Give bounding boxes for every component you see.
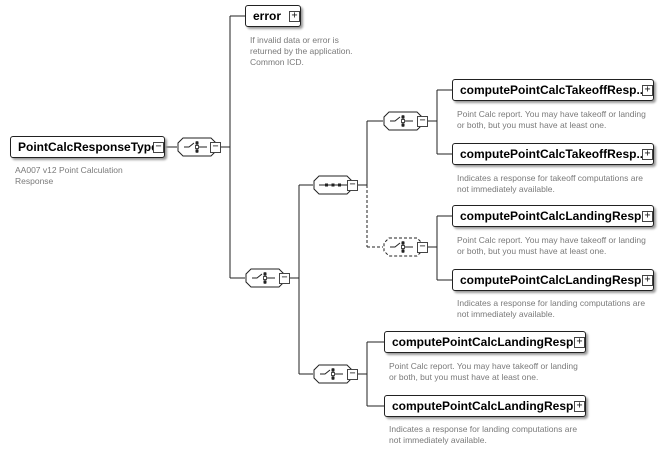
element-label: computePointCalcTakeoffResp...: [460, 83, 647, 97]
expand-toggle-icon[interactable]: +: [642, 149, 653, 160]
element-label: computePointCalcTakeoffResp...: [460, 147, 647, 161]
error-element-node[interactable]: error +: [245, 5, 301, 27]
element-node[interactable]: computePointCalcLandingResp... +: [384, 395, 586, 417]
element-note: Point Calc report. You may have takeoff …: [457, 235, 646, 256]
root-type-label: PointCalcResponseType: [18, 140, 158, 154]
collapse-toggle-icon[interactable]: −: [210, 142, 221, 153]
element-node[interactable]: computePointCalcTakeoffResp... +: [452, 143, 654, 165]
element-label: computePointCalcLandingResp...: [460, 273, 652, 287]
element-node[interactable]: computePointCalcLandingResp... +: [452, 205, 654, 227]
expand-toggle-icon[interactable]: +: [574, 337, 585, 348]
expand-toggle-icon[interactable]: +: [642, 211, 653, 222]
sequence-compositor-icon[interactable]: [313, 175, 353, 195]
choice-compositor-icon[interactable]: [383, 111, 423, 131]
element-note: Indicates a response for landing computa…: [389, 424, 578, 445]
collapse-toggle-icon[interactable]: −: [347, 180, 358, 191]
expand-toggle-icon[interactable]: +: [642, 275, 653, 286]
collapse-toggle-icon[interactable]: −: [153, 142, 164, 153]
collapse-toggle-icon[interactable]: −: [417, 116, 428, 127]
root-type-note: AA007 v12 Point Calculation Response: [15, 165, 123, 186]
expand-toggle-icon[interactable]: +: [574, 401, 585, 412]
collapse-toggle-icon[interactable]: −: [279, 273, 290, 284]
element-node[interactable]: computePointCalcLandingResp... +: [452, 269, 654, 291]
expand-toggle-icon[interactable]: +: [289, 11, 300, 22]
error-element-label: error: [253, 9, 282, 23]
choice-compositor-icon[interactable]: [313, 364, 353, 384]
root-type-node[interactable]: PointCalcResponseType −: [10, 136, 165, 158]
element-note: Indicates a response for takeoff computa…: [457, 173, 644, 194]
collapse-toggle-icon[interactable]: −: [347, 369, 358, 380]
element-note: Indicates a response for landing computa…: [457, 298, 646, 319]
element-note: Point Calc report. You may have takeoff …: [457, 109, 646, 130]
optional-choice-compositor-icon[interactable]: [383, 237, 423, 257]
element-node[interactable]: computePointCalcTakeoffResp... +: [452, 79, 654, 101]
element-note: Point Calc report. You may have takeoff …: [389, 361, 578, 382]
expand-toggle-icon[interactable]: +: [642, 85, 653, 96]
element-node[interactable]: computePointCalcLandingResp... +: [384, 331, 586, 353]
choice-compositor-icon[interactable]: [177, 137, 217, 157]
collapse-toggle-icon[interactable]: −: [417, 242, 428, 253]
choice-compositor-icon[interactable]: [245, 268, 285, 288]
element-label: computePointCalcLandingResp...: [460, 209, 652, 223]
element-label: computePointCalcLandingResp...: [392, 399, 584, 413]
error-element-note: If invalid data or error is returned by …: [250, 35, 353, 67]
element-label: computePointCalcLandingResp...: [392, 335, 584, 349]
